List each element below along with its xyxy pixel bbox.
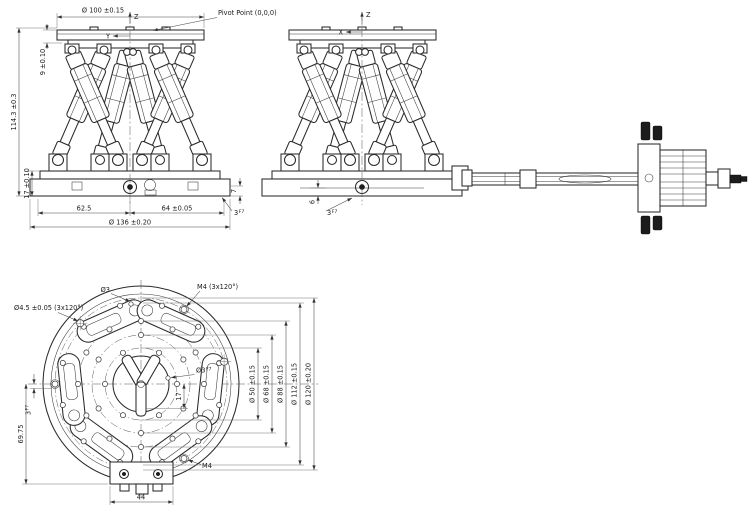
plan-m4-holes — [50, 304, 189, 464]
dim-overall-height: 114.3 ±0.3 — [10, 94, 18, 131]
side-3f7-leader — [325, 197, 353, 212]
dim-offset-17: 17 — [175, 392, 183, 400]
dim-bc-88: Ø 88 ±0.15 — [277, 365, 285, 403]
front-dimensions: Ø 100 ±0.15 Pivot Point (0,0,0) 9 ±0.10 … — [10, 7, 277, 230]
side-axis-z-label: Z — [366, 11, 371, 19]
plan-holes-50 — [102, 349, 180, 419]
pivot-point-leader — [152, 17, 218, 32]
dim-base-diameter: Ø 136 ±0.20 — [109, 219, 151, 227]
plan-center-trefoil — [112, 354, 170, 417]
front-view: Z Y Ø 100 ±0.15 Pivot Point (0,0,0) 9 ±0… — [10, 7, 277, 230]
dim-height-6975: 69.75 — [17, 425, 25, 444]
front-axis-y-label: Y — [105, 33, 111, 41]
dim-step: 7 — [230, 189, 238, 193]
front-base — [29, 153, 231, 197]
dim-bc-50: Ø 50 ±0.15 — [249, 365, 257, 403]
pivot-point-label: Pivot Point (0,0,0) — [218, 9, 277, 17]
dim-small-hole: Ø3 — [101, 286, 110, 294]
dim-bc-120: Ø 120 ±0.20 — [305, 363, 313, 405]
front-top-joints — [64, 43, 196, 56]
dim-bc-68: Ø 68 ±0.15 — [263, 365, 271, 403]
plan-bottom-boss — [109, 461, 174, 495]
dim-left-span: 62.5 — [77, 205, 92, 213]
side-axis-x-label: X — [338, 29, 343, 37]
dim-center-hole: Ø3F7 — [196, 366, 212, 374]
side-top-joints — [296, 43, 428, 56]
dim-right-span: 64 ±0.05 — [162, 205, 193, 213]
dim-pin: 3F7 — [24, 405, 32, 415]
side-view: Z X 6 3F7 — [261, 11, 748, 235]
dim-recess: 6 — [309, 200, 317, 204]
dim-bc-112: Ø 112 ±0.15 — [291, 363, 299, 405]
connector-block — [637, 121, 748, 235]
dim-top-diameter: Ø 100 ±0.15 — [82, 7, 124, 15]
dim-boss-width: 44 — [137, 494, 145, 502]
dim-m4-single: M4 — [202, 462, 212, 470]
plan-view: Ø 50 ±0.15 Ø 68 ±0.15 Ø 88 ±0.15 Ø 112 ±… — [14, 280, 318, 505]
side-dimensions: 6 3F7 — [309, 180, 353, 217]
plan-dimensions: Ø 50 ±0.15 Ø 68 ±0.15 Ø 88 ±0.15 Ø 112 ±… — [14, 283, 318, 505]
dim-front-hole: 3F7 — [234, 209, 244, 217]
dim-base-height: 17 ±0.10 — [23, 168, 31, 199]
dim-dowel-pattern: Ø4.5 ±0.05 (3x120°) — [14, 304, 83, 312]
plan-holes-88 — [75, 318, 207, 450]
cable-assembly — [451, 121, 748, 235]
front-3f7-leader — [221, 197, 233, 212]
plan-small-hole-3 — [128, 301, 134, 307]
dim-m4-pattern: M4 (3x120°) — [197, 283, 238, 291]
plan-center-hole-3f7 — [165, 375, 171, 381]
dim-side-hole: 3F7 — [327, 209, 337, 217]
plan-strut-pods — [57, 299, 225, 468]
dim-platform-offset: 9 ±0.10 — [39, 49, 47, 76]
